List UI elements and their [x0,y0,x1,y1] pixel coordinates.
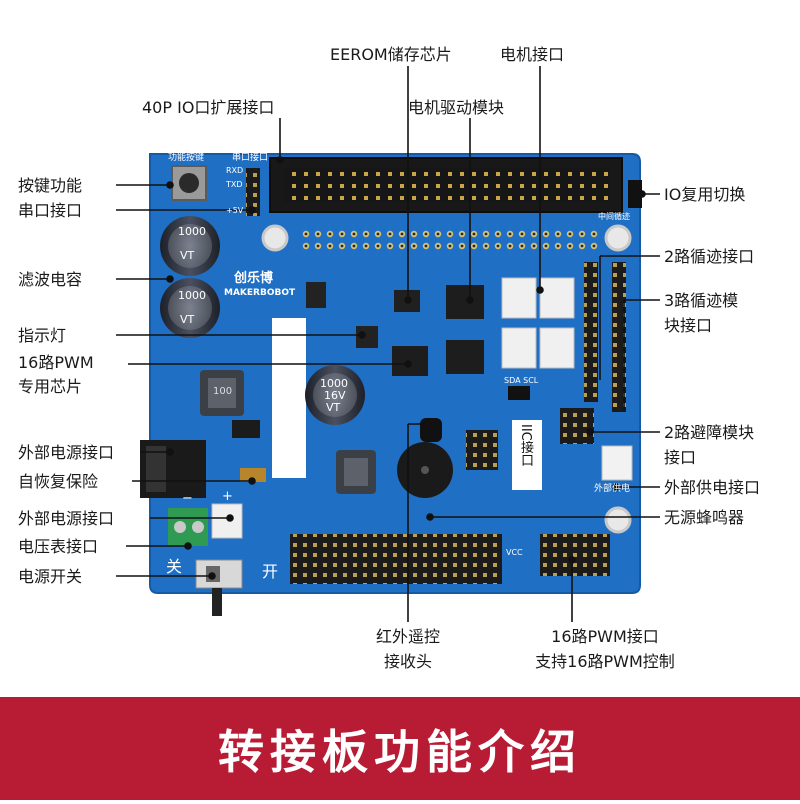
silk-cap1-value: 1000 [178,225,206,238]
silk-cap2-value: 1000 [178,289,206,302]
silk-cap2-brand: VT [180,313,195,326]
self-recover-fuse [240,468,266,482]
callout-eerom: EEROM储存芯片 [330,45,452,64]
silk-minus: − [182,491,193,506]
silk-on: 开 [262,562,279,581]
silk-brand-en: MAKERBOBOT [224,288,296,298]
silk-serial: 串口接口 [232,153,269,163]
silk-middle-trace: 中间循迹 [598,212,630,221]
callout-pwm16-port-2: 支持16路PWM控制 [535,652,675,671]
callout-power-switch: 电源开关 [18,567,83,586]
callout-ir-2: 接收头 [383,652,432,671]
silk-cap3-voltage: 16V [324,389,346,402]
callout-track3-1: 3路循迹模 [664,291,739,310]
callout-pwm16-chip-1: 16路PWM [18,353,94,372]
ir-receiver [420,418,442,442]
callout-obstacle2-1: 2路避障模块 [664,423,755,442]
callout-ext-power-1: 外部电源接口 [18,443,115,462]
silk-inductor: 100 [213,386,233,397]
io-pin-row [298,228,598,250]
callout-pwm16-port-1: 16路PWM接口 [551,627,659,646]
callout-io-mux: IO复用切换 [664,185,746,204]
obstacle-header [560,408,594,444]
callout-passive-buzzer: 无源蜂鸣器 [664,508,745,527]
silk-rxd: RXD [226,166,244,175]
silk-ext-power: 外部供电 [594,484,631,494]
silk-cap3-value: 1000 [320,377,348,390]
tracking-headers [584,262,626,412]
pwm16-header [290,534,502,584]
silk-sda-scl: SDA SCL [504,376,539,385]
callout-ir-1: 红外遥控 [375,627,440,646]
callout-io40: 40P IO口扩展接口 [142,98,275,117]
silk-off: 关 [166,557,183,576]
callout-indicator: 指示灯 [18,326,67,345]
mounting-holes [261,224,632,534]
silk-vcc: VCC [506,548,523,557]
callout-serial-port: 串口接口 [18,201,83,220]
board-slot [272,318,306,478]
motor-connectors [501,277,575,369]
callout-filter-cap: 滤波电容 [18,270,83,289]
function-key [171,165,207,201]
silk-txd: TXD [226,180,243,189]
callout-self-recover-fuse: 自恢复保险 [18,472,99,491]
silk-brand-cn: 创乐博 [234,271,274,286]
callout-track2: 2路循迹接口 [664,247,755,266]
serial-header [246,168,260,216]
silk-cap1-brand: VT [180,249,195,262]
silk-5v: +5V [226,206,244,215]
io-mux-jumper [628,180,642,208]
callout-motor-driver: 电机驱动模块 [408,98,505,117]
silk-cap3-brand: VT [326,401,341,414]
motor-driver-chip-2 [446,340,484,374]
filter-capacitors [160,216,365,425]
silk-iic: IIC接口 [518,424,533,467]
silk-function-key: 功能按键 [168,153,205,163]
voltmeter-connector [211,503,243,539]
motor-driver-chip-1 [446,285,484,319]
banner-title: 转接板功能介绍 [218,724,582,779]
callout-ext-power-2: 外部电源接口 [18,509,115,528]
callout-motor-port: 电机接口 [500,45,565,64]
callout-voltmeter: 电压表接口 [18,537,99,556]
silk-plus: + [222,489,233,504]
callout-key-function: 按键功能 [18,176,83,195]
callout-ext-supply: 外部供电接口 [664,478,761,497]
iic-label-box [512,420,542,490]
iic-header [508,386,530,400]
title-banner: 转接板功能介绍 [0,697,800,800]
callout-track3-2: 块接口 [664,316,713,335]
callout-pwm16-chip-2: 专用芯片 [18,377,83,396]
callout-obstacle2-2: 接口 [664,448,697,467]
callout-lines [116,66,660,622]
ext-supply-connector [601,445,633,481]
